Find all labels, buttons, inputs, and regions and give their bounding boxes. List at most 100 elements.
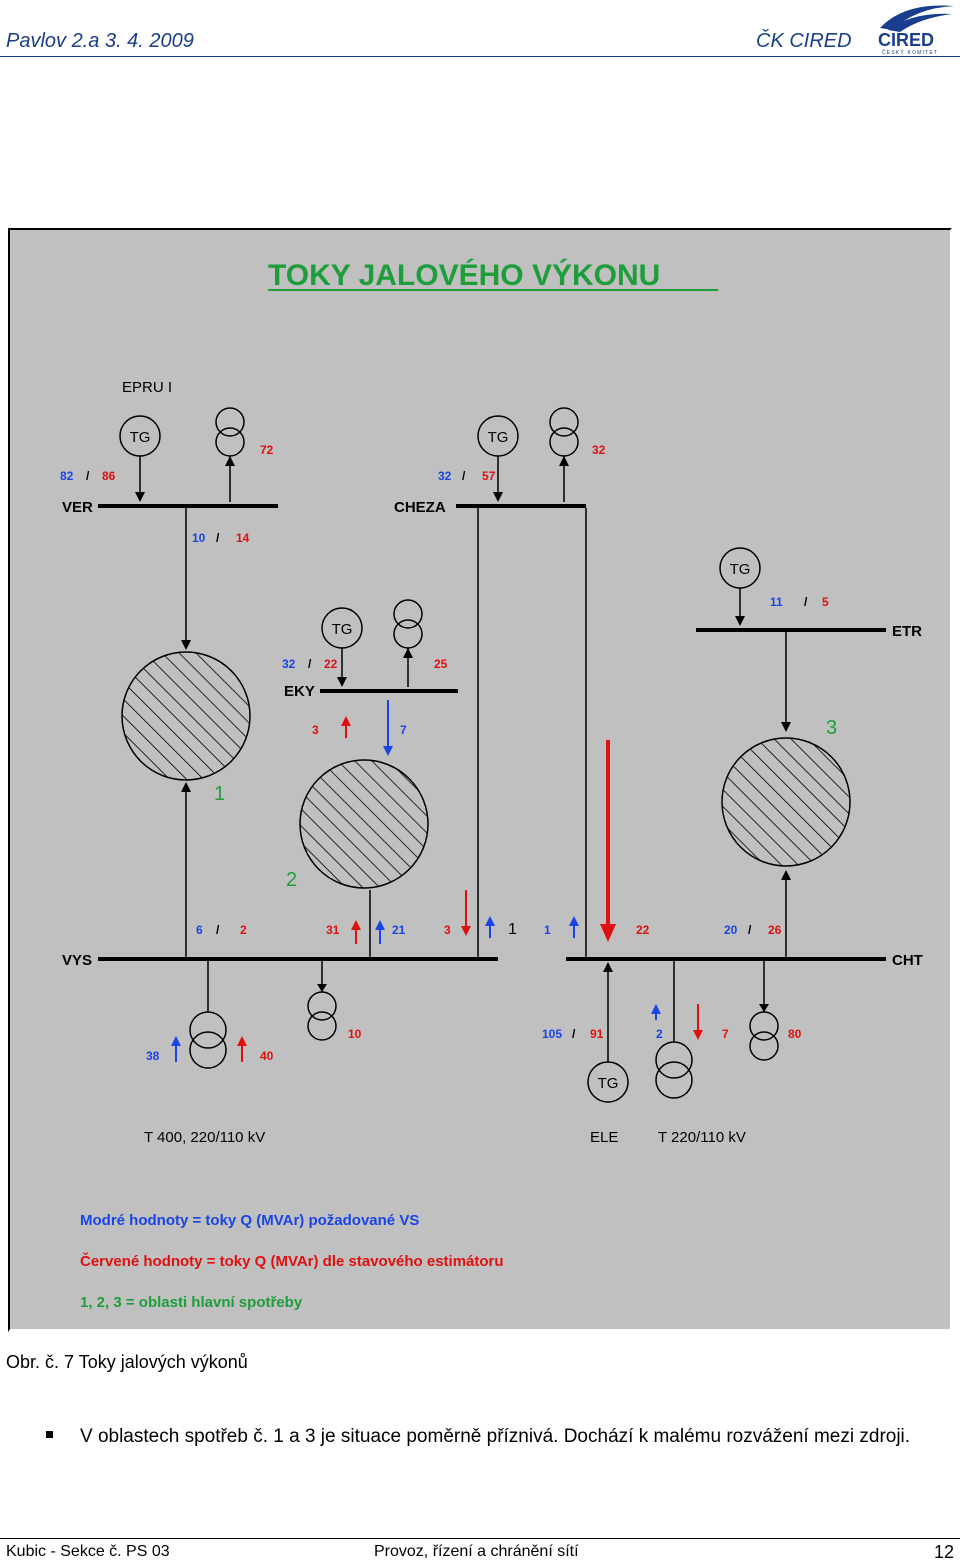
cired-logo: CIRED ČESKÝ KOMITÉT [878,5,954,56]
value-cheza-blue: 32 [438,469,452,483]
bullet-text: V oblastech spotřeb č. 1 a 3 je situace … [80,1426,911,1447]
diagram-figure: TOKY JALOVÉHO VÝKONU EPRU I VER CHEZA ET… [8,228,952,1332]
area-2-label: 2 [286,869,297,891]
page-number: 12 [934,1542,955,1562]
value-cht-t2: 80 [788,1027,802,1041]
label-ver: VER [62,499,93,516]
value-cht-blue: 20 [724,923,738,937]
label-t400: T 400, 220/110 kV [144,1129,265,1146]
tg-label: TG [130,429,151,446]
header-left-text: Pavlov 2.a 3. 4. 2009 [6,30,194,52]
value-slash: / [462,469,466,483]
value-eky-blue2: 7 [400,723,407,737]
generator-etr: TG [719,547,761,626]
legend-green: 1, 2, 3 = oblasti hlavní spotřeby [80,1294,303,1311]
generator-eky: TG [321,607,363,687]
value-vys-t-blue: 38 [146,1049,160,1063]
bullet-square-icon [46,1431,53,1438]
transformer-vys-1 [189,961,227,1069]
arrow-vys-red3 [461,890,471,936]
area-3-circle [721,737,851,867]
arrow-cht-t-red [693,1004,703,1040]
label-etr: ETR [892,623,922,640]
value-slash: / [216,923,220,937]
value-cht-t-blue: 2 [656,1027,663,1041]
logo-subtext: ČESKÝ KOMITÉT [882,49,938,56]
line-ver-area1 [181,508,191,650]
label-cheza: CHEZA [394,499,446,516]
figure-caption: Obr. č. 7 Toky jalových výkonů [6,1352,248,1372]
value-eky-red: 22 [324,657,338,671]
line-etr-area3 [781,632,791,732]
area-1-label: 1 [214,783,225,805]
value-etr-red: 5 [822,595,829,609]
value-eky-tr: 25 [434,657,448,671]
arrow-tie-blue-b [569,916,579,938]
diagram-svg: TOKY JALOVÉHO VÝKONU EPRU I VER CHEZA ET… [60,258,923,1311]
area-1-circle [121,651,251,781]
legend-blue: Modré hodnoty = toky Q (MVAr) požadované… [80,1212,419,1229]
value-slash: / [308,657,312,671]
value-ver-red: 86 [102,469,116,483]
transformer-ver [215,407,245,502]
arrow-vys-t-blue [171,1036,181,1062]
label-vys: VYS [62,952,92,969]
value-vys-t-red: 40 [260,1049,274,1063]
value-etr-blue: 11 [770,595,783,609]
value-eky-red2: 3 [312,723,319,737]
arrow-vys-red2 [351,920,361,944]
tg-label: TG [730,561,751,578]
arrow-tie-blue-a [485,916,495,938]
value-cht-red2: 26 [768,923,782,937]
value-eky-blue: 32 [282,657,296,671]
generator-ver: TG [119,415,161,502]
line-vys-area1 [181,782,191,957]
label-epru: EPRU I [122,379,172,396]
transformer-cht-2 [749,961,779,1061]
value-ele-red: 91 [590,1027,604,1041]
legend-red: Červené hodnoty = toky Q (MVAr) dle stav… [80,1252,504,1270]
header-right-text: ČK CIRED [756,30,852,52]
value-ver-blue: 82 [60,469,74,483]
value-cheza-red: 57 [482,469,496,483]
label-t220: T 220/110 kV [658,1129,746,1146]
value-ele-blue: 105 [542,1027,562,1041]
value-vys-red2: 31 [326,923,340,937]
value-tie-1b: 1 [544,923,551,937]
value-slash: / [804,595,808,609]
area-3-label: 3 [826,717,837,739]
transformer-cheza [549,407,579,502]
generator-cheza: TG [477,415,519,502]
line-cht-area3 [781,870,791,957]
logo-text: CIRED [878,30,934,50]
value-tie-1a: 1 [508,921,517,938]
tg-label: TG [598,1075,619,1092]
footer-left-text: Kubic - Sekce č. PS 03 [6,1543,170,1560]
transformer-cht-1 [655,961,693,1099]
value-slash: / [572,1027,576,1041]
value-slash: / [216,531,220,545]
value-ver-feed-red: 14 [236,531,250,545]
arrow-vys-t-red [237,1036,247,1062]
generator-ele: TG [587,962,629,1103]
transformer-vys-2 [307,961,337,1041]
arrow-cht-red-big [600,740,616,942]
footer-middle-text: Provoz, řízení a chránění sítí [374,1543,579,1560]
value-ver-feed-blue: 10 [192,531,206,545]
value-cht-t-red: 7 [722,1027,729,1041]
arrow-cht-t-blue [651,1004,661,1020]
transformer-eky [393,599,423,687]
flow-values: 82 / 86 72 10 / 14 32 / 57 32 11 / 5 32 … [60,443,829,1063]
arrow-eky-red [341,716,351,738]
header-rule [0,56,960,57]
tg-label: TG [488,429,509,446]
value-vys-red: 2 [240,923,247,937]
label-cht: CHT [892,952,923,969]
value-slash: / [748,923,752,937]
value-vys-red3: 3 [444,923,451,937]
tg-label: TG [332,621,353,638]
label-eky: EKY [284,683,315,700]
diagram-title: TOKY JALOVÉHO VÝKONU [268,258,660,292]
value-cheza-tr: 32 [592,443,606,457]
value-vys-t2: 10 [348,1027,362,1041]
